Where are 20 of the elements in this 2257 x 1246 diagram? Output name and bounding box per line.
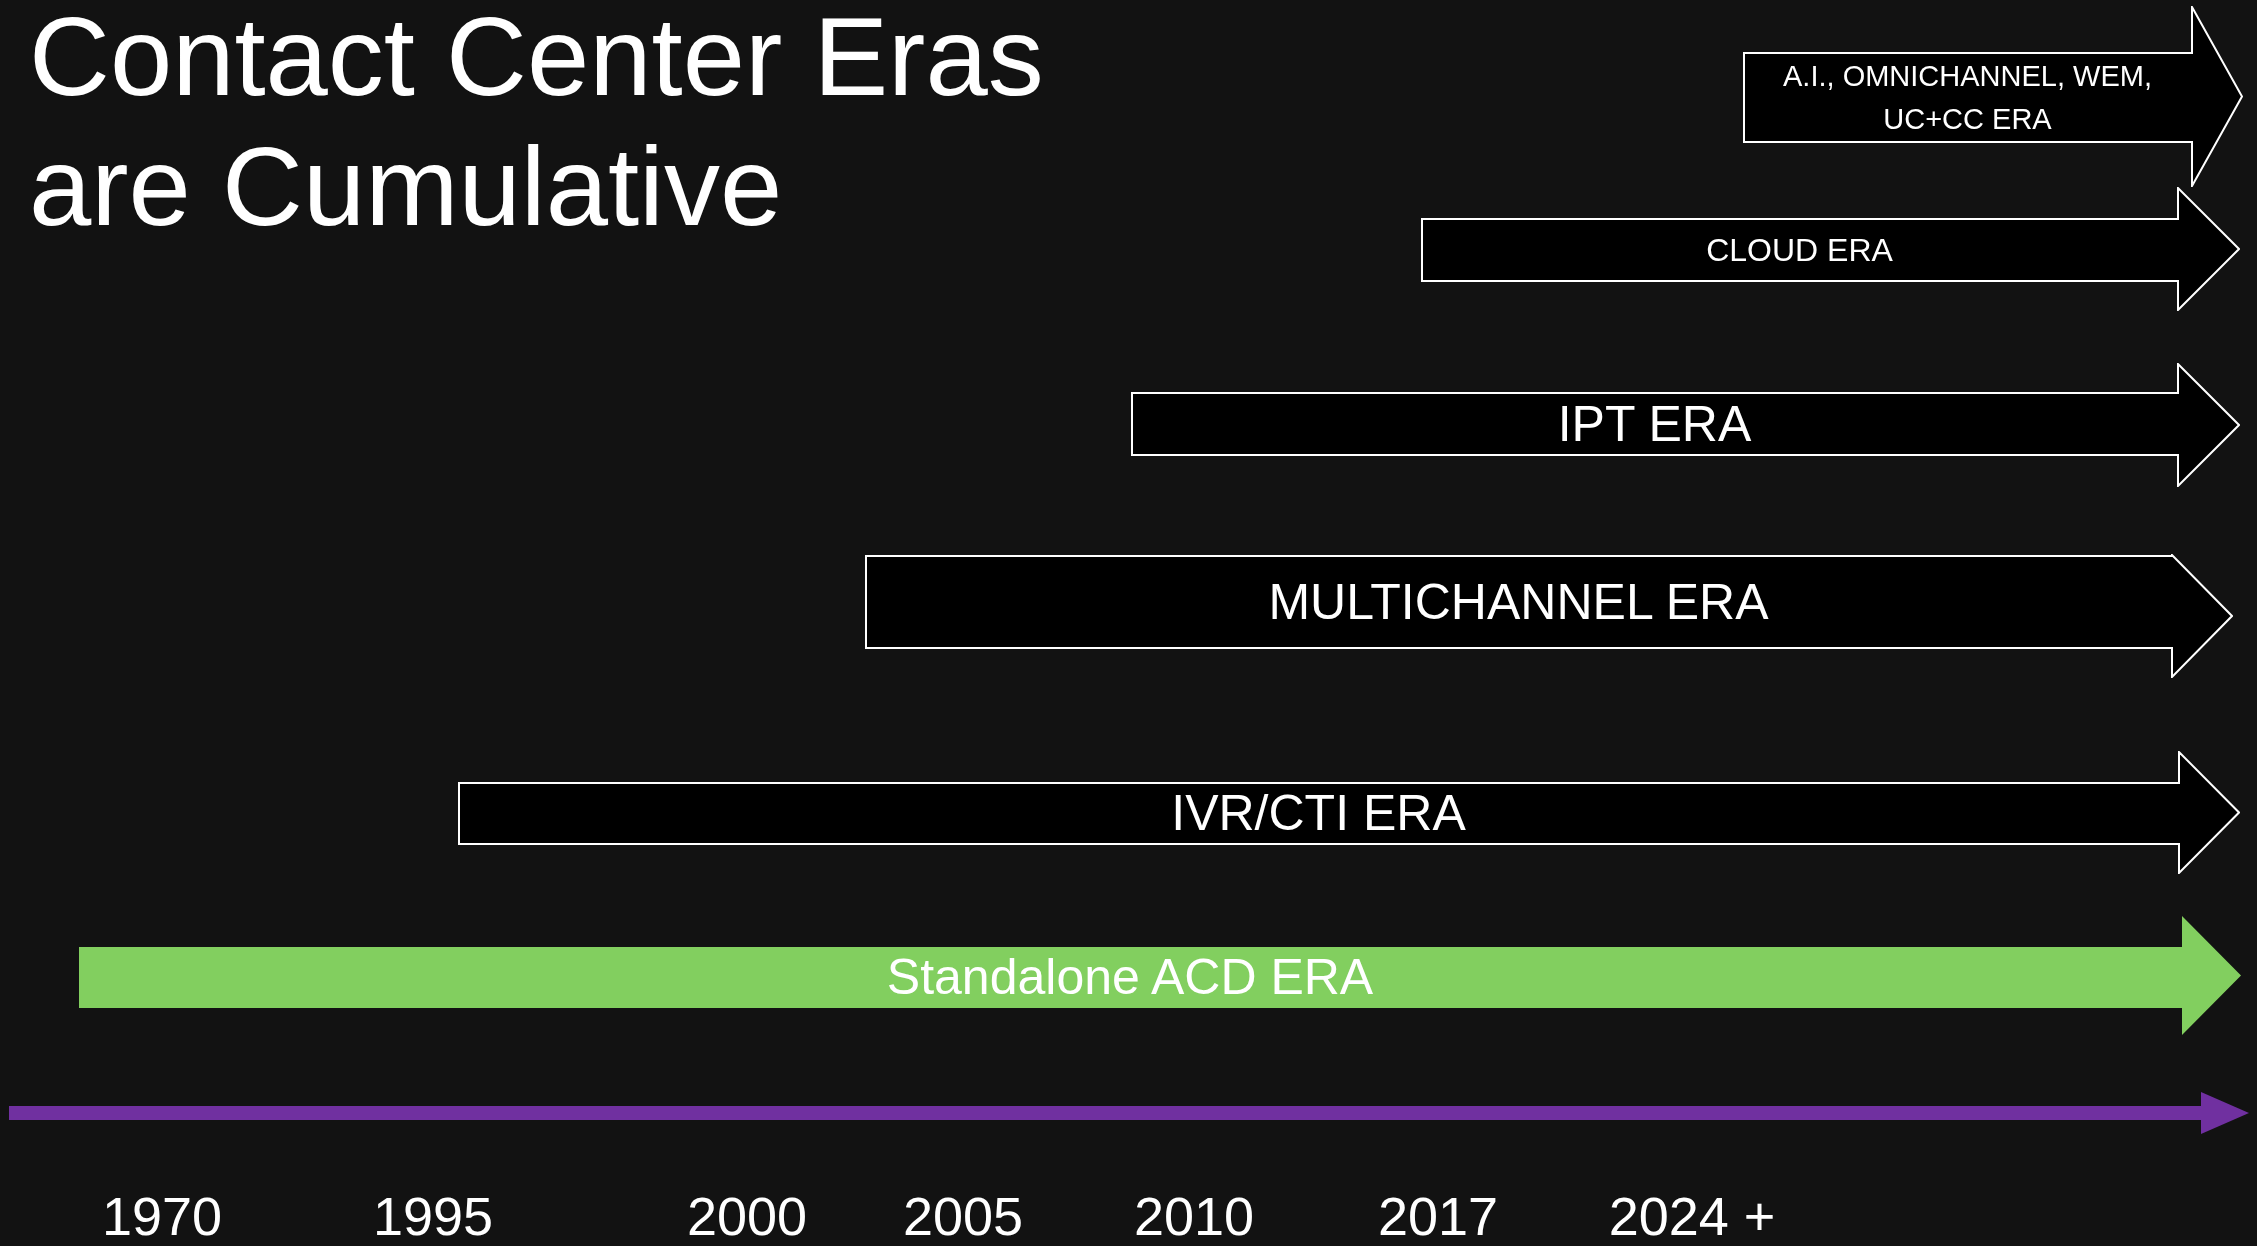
year-label: 2005 — [902, 1185, 1024, 1246]
year-label: 2017 — [1377, 1185, 1499, 1246]
era-label: IVR/CTI ERA — [1171, 784, 1466, 844]
year-label: 1995 — [372, 1185, 494, 1246]
era-band — [1421, 187, 2240, 311]
era-band — [78, 915, 2242, 1036]
era-label: A.I., OMNICHANNEL, WEM, UC+CC ERA — [1782, 59, 2153, 137]
year-label: 2024 + — [1608, 1185, 1776, 1246]
year-label: 2010 — [1133, 1185, 1255, 1246]
era-label: CLOUD ERA — [1706, 230, 1893, 270]
era-band — [865, 554, 2233, 678]
title: Contact Center Eras are Cumulative — [29, 0, 1045, 251]
era-band — [1131, 363, 2240, 487]
era-band — [458, 751, 2240, 874]
era-label: Standalone ACD ERA — [886, 948, 1374, 1008]
year-label: 2000 — [686, 1185, 808, 1246]
year-label: 1970 — [101, 1185, 223, 1246]
era-label: MULTICHANNEL ERA — [1268, 572, 1769, 632]
era-label: IPT ERA — [1557, 394, 1752, 454]
era-band — [1743, 6, 2243, 187]
